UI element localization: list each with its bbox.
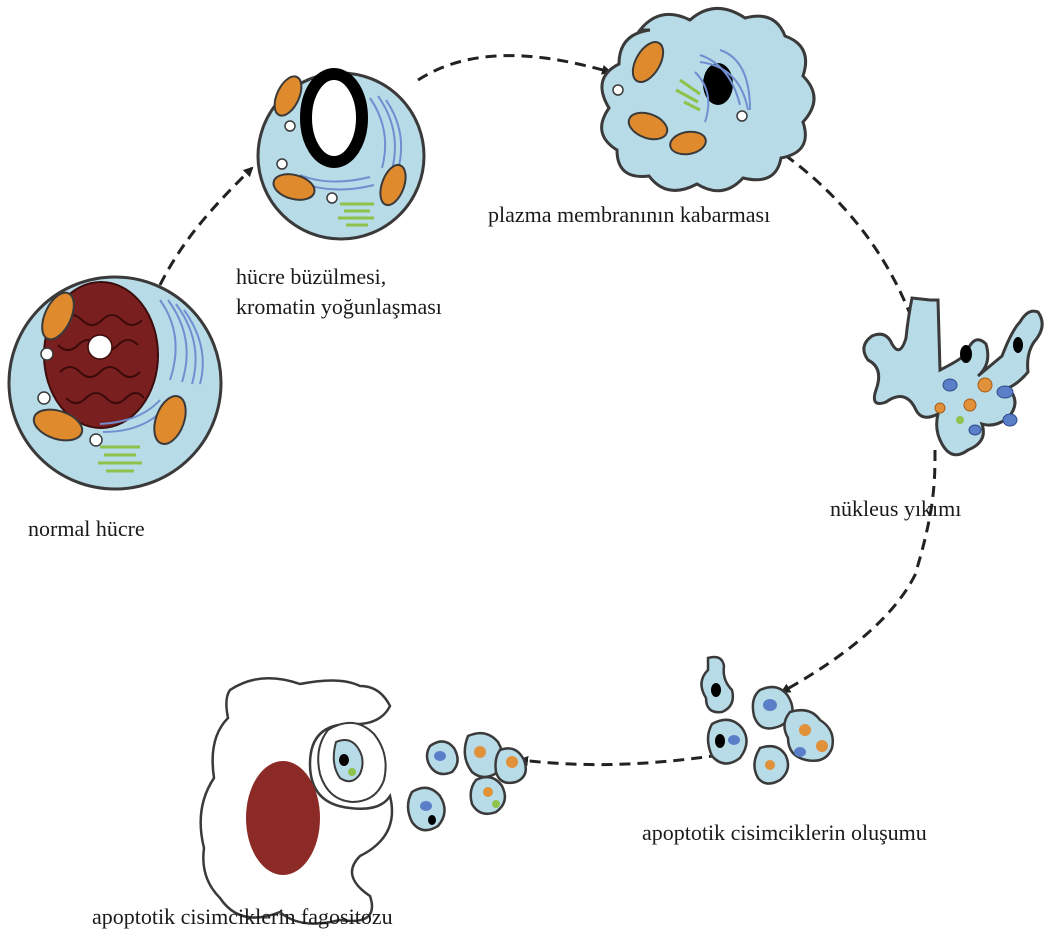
label-nuclear-breakdown: nükleus yıkımı xyxy=(830,494,961,524)
condensed-chromatin-ring xyxy=(306,74,362,162)
nuclear-breakdown-cell xyxy=(864,298,1042,455)
arrow-blebbing-to-nuclear xyxy=(755,135,928,372)
label-phagocytosis: apoptotik cisimciklerin fagositozu xyxy=(92,902,393,932)
normal-cell xyxy=(9,277,221,489)
label-cell-shrinkage-line1: hücre büzülmesi, xyxy=(236,262,442,292)
arrow-nuclear-to-bodies xyxy=(782,450,935,692)
arrow-bodies-to-phagocytosis xyxy=(520,755,720,765)
label-cell-shrinkage-line2: kromatin yoğunlaşması xyxy=(236,292,442,322)
label-normal-cell: normal hücre xyxy=(28,514,145,544)
shrunken-cell xyxy=(258,72,424,239)
phagocyte-nucleus xyxy=(246,761,320,875)
engulfed-bodies xyxy=(408,733,526,830)
label-apoptotic-bodies: apoptotik cisimciklerin oluşumu xyxy=(642,818,927,848)
label-membrane-blebbing: plazma membranının kabarması xyxy=(488,200,770,230)
blebbing-cell xyxy=(602,8,814,190)
apoptotic-bodies xyxy=(701,657,832,784)
nucleolus xyxy=(88,335,112,359)
arrow-shrinkage-to-blebbing xyxy=(418,56,610,80)
label-cell-shrinkage: hücre büzülmesi, kromatin yoğunlaşması xyxy=(236,262,442,322)
phagocyte xyxy=(201,678,392,923)
